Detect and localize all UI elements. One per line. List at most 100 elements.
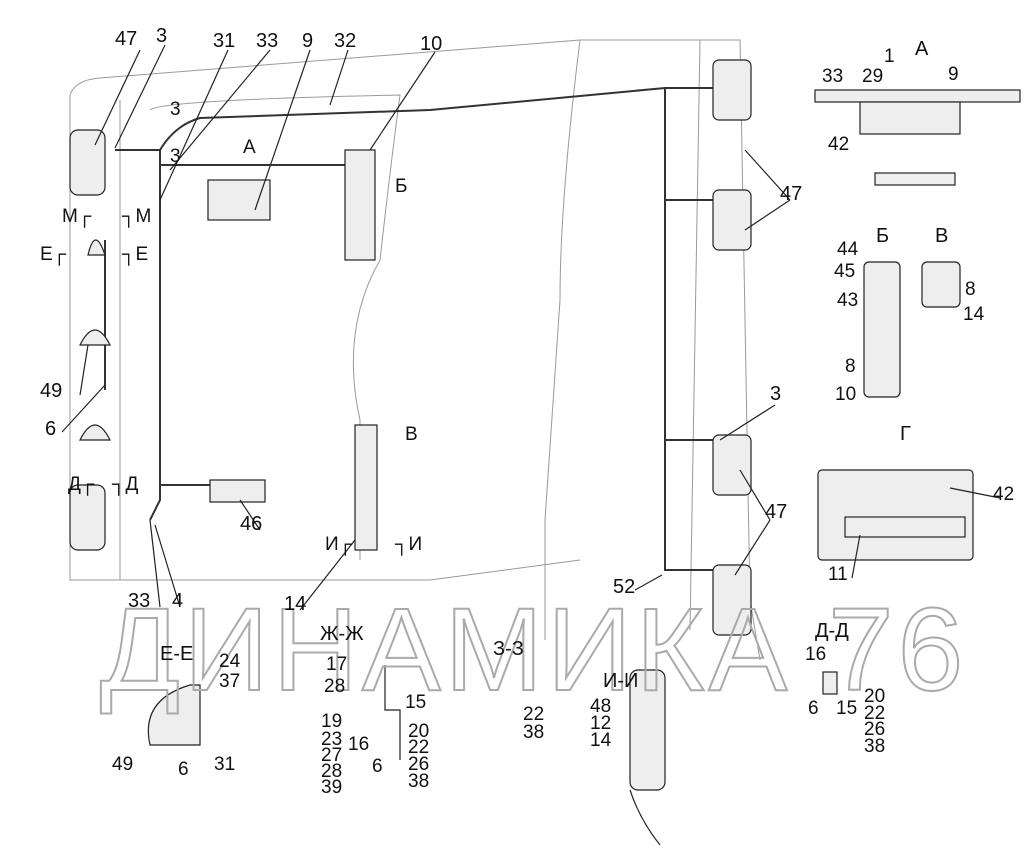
callout: 47 xyxy=(765,501,787,523)
callout: 49 xyxy=(112,754,133,775)
callout: 19 xyxy=(321,711,342,732)
callout: 3 xyxy=(170,146,181,167)
section-marker: И┌ xyxy=(325,534,353,556)
callout: 12 xyxy=(590,713,611,734)
callout: 37 xyxy=(219,671,240,692)
cab-outline xyxy=(69,39,761,661)
lamp-47 xyxy=(712,189,752,251)
panel-v xyxy=(354,424,378,551)
view-b: Б 44 45 43 8 10 xyxy=(834,225,889,405)
callout: 22 xyxy=(408,737,429,758)
callout: 31 xyxy=(213,30,235,52)
callout: 1 xyxy=(884,46,895,67)
callout: 15 xyxy=(405,692,426,713)
callout: 38 xyxy=(523,722,544,743)
leader-lines xyxy=(61,44,1001,611)
fuse-block xyxy=(207,179,271,221)
view-v-panel xyxy=(921,261,961,308)
view-marker: Б xyxy=(395,176,407,197)
section-e-e: Е-Е 24 37 49 6 31 xyxy=(112,643,241,780)
watermark: ДИНАМИКА 76 xyxy=(100,584,967,716)
callout: 22 xyxy=(523,704,544,725)
view-g-panel xyxy=(817,469,974,561)
callout: 6 xyxy=(178,759,189,780)
callout: 29 xyxy=(862,66,883,87)
section-marker: ┐М xyxy=(121,206,151,228)
main-view-labels: 47 3 31 33 9 32 10 3 3 А М┌ ┐М Е┌ ┐Е Б 4… xyxy=(40,25,802,615)
lamp xyxy=(79,329,111,346)
callout: 26 xyxy=(408,754,429,775)
callout: 38 xyxy=(864,736,885,757)
section-title: И-И xyxy=(603,670,638,692)
section-marker: Д┌ xyxy=(68,474,95,496)
callout: 38 xyxy=(408,771,429,792)
callout: 47 xyxy=(115,28,137,50)
section-i-i: И-И 48 12 14 xyxy=(590,670,638,751)
parts xyxy=(69,59,1021,845)
callout: 52 xyxy=(613,576,635,598)
callout: 16 xyxy=(348,734,369,755)
callout: 3 xyxy=(770,383,781,405)
view-title: А xyxy=(915,38,929,60)
callout: 39 xyxy=(321,777,342,798)
callout: 43 xyxy=(837,290,858,311)
callout: 42 xyxy=(828,134,849,155)
callout: 31 xyxy=(214,754,235,775)
callout: 48 xyxy=(590,696,611,717)
section-title: Е-Е xyxy=(160,643,193,665)
lamp xyxy=(79,424,111,441)
section-marker: ┐Е xyxy=(121,244,148,266)
callout: 4 xyxy=(172,590,183,612)
callout: 6 xyxy=(45,418,56,440)
callout: 23 xyxy=(321,729,342,750)
callout: 24 xyxy=(219,651,241,672)
section-marker: ┐И xyxy=(394,534,422,556)
callout: 44 xyxy=(837,239,859,260)
callout: 26 xyxy=(864,719,885,740)
callout: 49 xyxy=(40,380,62,402)
callout: 16 xyxy=(805,644,826,665)
callout: 20 xyxy=(408,721,429,742)
view-a-mount xyxy=(874,172,956,186)
callout: 33 xyxy=(256,30,278,52)
section-z-z: З-З 22 38 xyxy=(493,638,544,743)
view-a-block xyxy=(859,101,961,135)
callout: 22 xyxy=(864,703,885,724)
callout: 6 xyxy=(372,756,383,777)
callout: 3 xyxy=(156,25,167,47)
callout: 14 xyxy=(590,730,612,751)
view-marker: В xyxy=(405,424,418,445)
callout: 27 xyxy=(321,745,342,766)
callout: 33 xyxy=(822,66,843,87)
view-title: В xyxy=(935,225,948,247)
callout: 8 xyxy=(965,279,976,300)
section-zh-zh: Ж-Ж 17 28 15 19 23 27 28 39 16 6 20 22 2… xyxy=(320,623,429,798)
lamp xyxy=(87,239,106,256)
view-a-base xyxy=(814,89,1021,103)
callout: 14 xyxy=(963,304,985,325)
view-g: Г 42 11 xyxy=(828,423,1014,585)
bolt-dd xyxy=(822,671,838,695)
callout: 28 xyxy=(324,676,345,697)
callout: 3 xyxy=(170,99,181,120)
headlamp-left-top xyxy=(69,129,106,196)
callout: 45 xyxy=(834,261,855,282)
callout: 9 xyxy=(302,30,313,52)
headlamp-left-bottom xyxy=(69,484,106,551)
view-v: В 8 14 xyxy=(935,225,985,325)
wiring-harness xyxy=(104,87,720,571)
view-marker: А xyxy=(243,137,256,158)
lamp-49 xyxy=(147,684,201,746)
callout: 8 xyxy=(845,356,856,377)
callout: 15 xyxy=(836,698,857,719)
callout: 28 xyxy=(321,761,342,782)
callout: 9 xyxy=(948,64,959,85)
callout: 32 xyxy=(334,30,356,52)
view-a: А 1 33 29 9 42 xyxy=(822,38,959,155)
callout: 20 xyxy=(864,686,885,707)
view-g-switches xyxy=(844,516,966,538)
section-d-d: Д-Д 16 6 15 20 22 26 38 xyxy=(805,620,885,757)
bracket-15 xyxy=(384,665,401,760)
